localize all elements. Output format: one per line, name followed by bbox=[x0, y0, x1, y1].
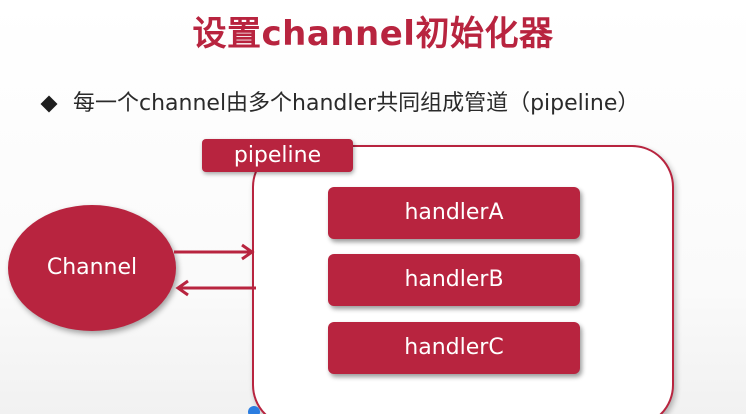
handler-c-box: handlerC bbox=[328, 322, 580, 374]
bullet-text: 每一个channel由多个handler共同组成管道（pipeline） bbox=[73, 91, 640, 116]
arrow-left-icon bbox=[175, 279, 256, 297]
slide-title: 设置channel初始化器 bbox=[192, 14, 554, 54]
bullet-item: 每一个channel由多个handler共同组成管道（pipeline） bbox=[40, 86, 639, 122]
pipeline-label: pipeline bbox=[202, 139, 353, 172]
channel-ellipse: Channel bbox=[8, 205, 176, 331]
arrow-right-icon bbox=[174, 243, 255, 261]
diamond-bullet-icon bbox=[40, 95, 58, 113]
cursor-dot bbox=[248, 406, 260, 414]
handler-a-box: handlerA bbox=[328, 187, 580, 239]
channel-pipeline-arrows bbox=[174, 243, 256, 297]
handler-b-box: handlerB bbox=[328, 254, 580, 306]
